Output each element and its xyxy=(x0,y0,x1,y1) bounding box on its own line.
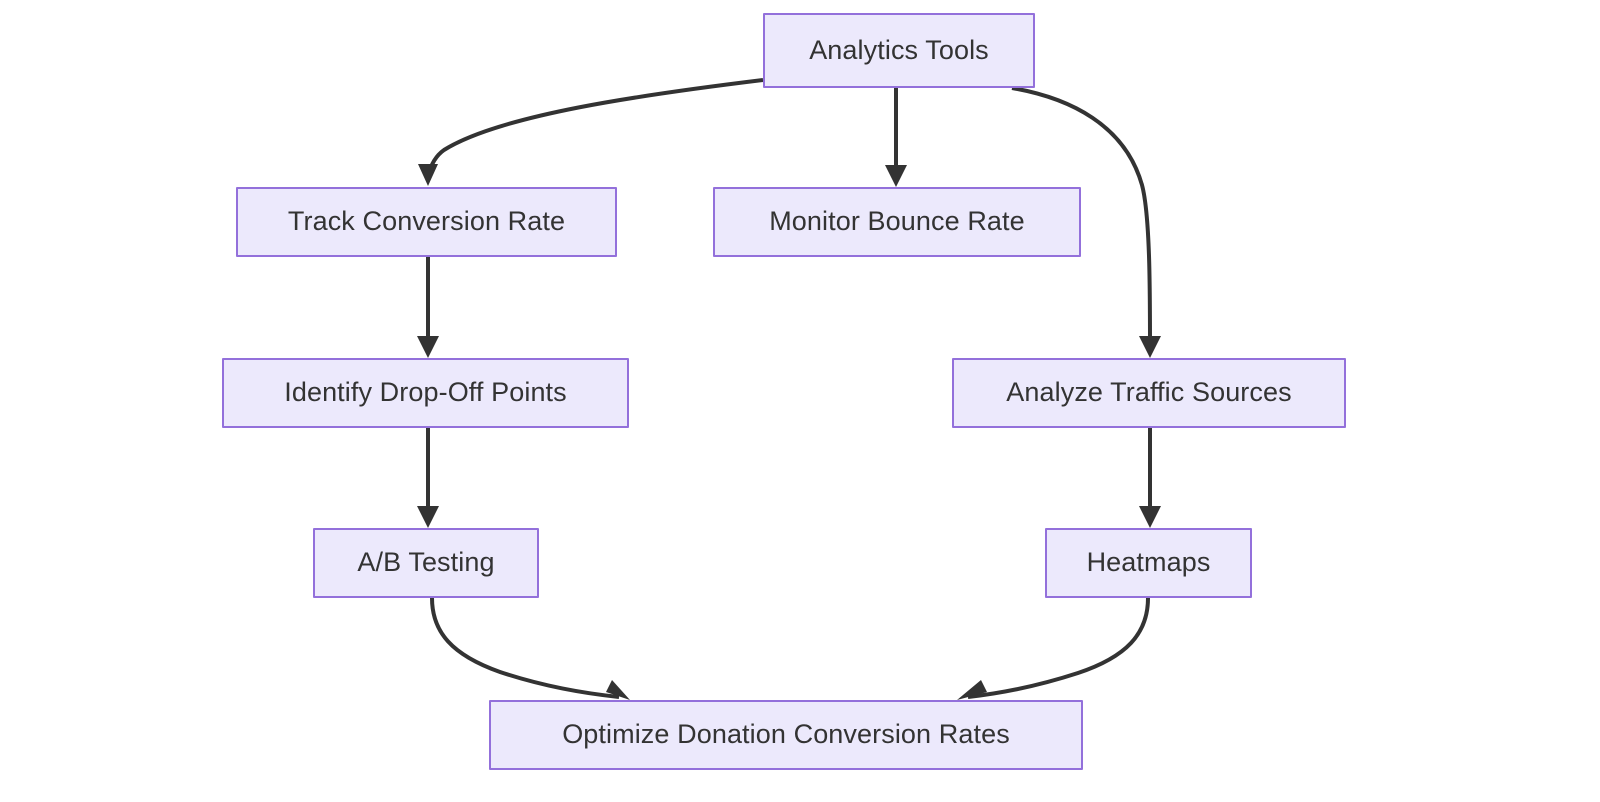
edge-heatmaps-to-optimize-donation-conversion-rates xyxy=(957,597,1150,700)
node-monitor-bounce-rate[interactable]: Monitor Bounce Rate xyxy=(713,187,1081,257)
node-label: Optimize Donation Conversion Rates xyxy=(562,719,1010,750)
arrowhead xyxy=(957,680,987,700)
node-label: Analyze Traffic Sources xyxy=(1006,377,1292,408)
node-label: Identify Drop-Off Points xyxy=(284,377,567,408)
edge-ab-testing-to-optimize-donation-conversion-rates xyxy=(430,597,630,700)
node-label: Analytics Tools xyxy=(809,34,989,65)
edge-identify-drop-off-points-to-ab-testing xyxy=(417,428,439,528)
node-analytics-tools[interactable]: Analytics Tools xyxy=(763,13,1035,88)
node-ab-testing[interactable]: A/B Testing xyxy=(313,528,539,598)
edge-analyze-traffic-sources-to-heatmaps xyxy=(1139,428,1161,528)
edge-analytics-tools-to-track-conversion-rate xyxy=(418,78,764,186)
edge-analytics-tools-to-monitor-bounce-rate xyxy=(885,88,907,187)
node-optimize-donation-conversion-rates[interactable]: Optimize Donation Conversion Rates xyxy=(489,700,1083,770)
arrowhead xyxy=(1139,506,1161,528)
arrowhead xyxy=(1139,336,1161,358)
node-track-conversion-rate[interactable]: Track Conversion Rate xyxy=(236,187,617,257)
arrowhead xyxy=(606,680,630,700)
arrowhead xyxy=(885,165,907,187)
node-label: Monitor Bounce Rate xyxy=(769,206,1025,237)
arrowhead xyxy=(417,506,439,528)
node-label: Heatmaps xyxy=(1086,547,1211,578)
arrowhead xyxy=(417,336,439,358)
node-label: A/B Testing xyxy=(357,547,495,578)
node-analyze-traffic-sources[interactable]: Analyze Traffic Sources xyxy=(952,358,1346,428)
arrowhead xyxy=(418,164,438,186)
edge-track-conversion-rate-to-identify-drop-off-points xyxy=(417,257,439,358)
node-label: Track Conversion Rate xyxy=(287,206,566,237)
node-identify-drop-off-points[interactable]: Identify Drop-Off Points xyxy=(222,358,629,428)
node-heatmaps[interactable]: Heatmaps xyxy=(1045,528,1252,598)
